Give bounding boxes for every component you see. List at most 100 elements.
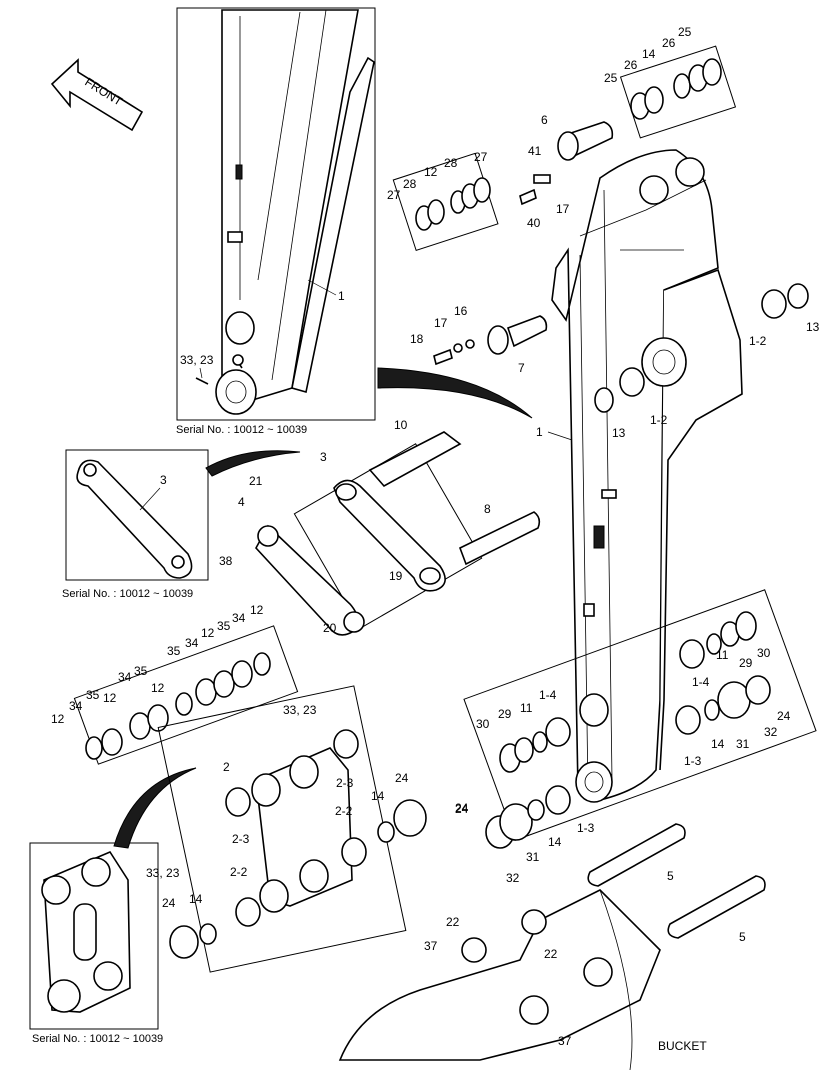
callout-33-23-b: 33, 23 [283,703,317,717]
callout-32-b: 32 [506,871,520,885]
callout-27-a: 27 [387,188,401,202]
callout-2-2-a: 2-2 [335,804,353,818]
callout-21: 21 [249,474,263,488]
callout-1-main: 1 [536,425,543,439]
callout-34-d: 34 [232,611,246,625]
bucket-group [338,889,661,1071]
callout-31-b: 31 [526,850,540,864]
seal-stack-upper-right [619,45,737,139]
callout-1-3-a: 1-3 [684,754,702,768]
callout-22-a: 22 [446,915,460,929]
pin-6-group [519,121,614,206]
callout-28-b: 28 [444,156,458,170]
callout-28-a: 28 [403,177,417,191]
callout-2-3-a: 2-3 [336,776,354,790]
callout-16: 16 [454,304,468,318]
callout-1-2-b: 1-2 [650,413,668,427]
callout-18: 18 [410,332,424,346]
inset-boom: 1 33, 23 Serial No. : 10012 ~ 10039 [176,7,376,436]
inset-bracket-pointer-arrow [113,767,197,849]
callout-24-e: 24 [455,802,469,816]
callout-26-b: 26 [624,58,638,72]
callout-13-b: 13 [612,426,626,440]
callout-1: 1 [338,289,345,303]
callout-30-a: 30 [476,717,490,731]
callout-13-a: 13 [806,320,820,334]
callout-14-b: 14 [371,789,385,803]
callout-12-d: 12 [151,681,165,695]
callout-34-a: 34 [69,699,83,713]
callout-35-a: 35 [86,688,100,702]
callout-33-23-c: 33, 23 [146,866,180,880]
callout-37-a: 37 [424,939,438,953]
inset-link-caption: Serial No. : 10012 ~ 10039 [62,588,193,600]
callout-22-b: 22 [544,947,558,961]
inset-link-pointer-arrow [205,450,301,477]
front-direction-arrow: FRONT [50,58,144,132]
callout-11-b: 11 [716,648,729,662]
callout-29-a: 29 [498,707,512,721]
callout-5-b: 5 [739,930,746,944]
callout-26-a: 26 [662,36,676,50]
callout-35-b: 35 [134,664,148,678]
callout-19: 19 [389,569,403,583]
seal-stack-left [73,625,299,765]
callout-14-e: 14 [548,835,562,849]
callout-24-b: 24 [162,896,176,910]
callout-29-b: 29 [739,656,753,670]
bushing-1-2-right [594,283,809,413]
callout-24-a: 24 [395,771,409,785]
callout-24-d: 24 [777,709,791,723]
inset-pointer-arrow [377,367,533,419]
callout-17-b: 17 [434,316,448,330]
inset-link: 3 Serial No. : 10012 ~ 10039 [62,449,209,600]
callout-38: 38 [219,554,233,568]
callout-3: 3 [320,450,327,464]
callout-24-c: 24 [455,801,469,815]
callout-1-4-b: 1-4 [692,675,710,689]
callout-31-a: 31 [736,737,750,751]
callout-37-b: 37 [558,1034,572,1048]
callout-35-c: 35 [167,644,181,658]
callout-14-d: 14 [711,737,725,751]
callout-41: 41 [528,144,542,158]
inset-bracket-caption: Serial No. : 10012 ~ 10039 [32,1033,163,1045]
callout-12-e: 12 [201,626,215,640]
callout-34-c: 34 [185,636,199,650]
callout-8: 8 [484,502,491,516]
callout-10: 10 [394,418,408,432]
callout-30-b: 30 [757,646,771,660]
bucket-label: BUCKET [658,1039,707,1053]
callout-14-c: 14 [189,892,203,906]
callout-2-3-b: 2-3 [232,832,250,846]
callout-2-2-b: 2-2 [230,865,248,879]
callout-6: 6 [541,113,548,127]
callout-3-inset: 3 [160,473,167,487]
inset-bracket: Serial No. : 10012 ~ 10039 [29,842,163,1045]
seal-stack-lower-right [463,589,817,849]
callout-34-b: 34 [118,670,132,684]
callout-2: 2 [223,760,230,774]
callout-7: 7 [518,361,525,375]
callout-1-2-a: 1-2 [749,334,767,348]
callout-40: 40 [527,216,541,230]
callout-1-4-a: 1-4 [539,688,557,702]
callout-33-23: 33, 23 [180,353,214,367]
callout-25-a: 25 [678,25,692,39]
callout-35-d: 35 [217,619,231,633]
callout-4: 4 [238,495,245,509]
seal-stack-upper-left [392,152,499,252]
callout-12-f: 12 [250,603,264,617]
main-boom [551,149,743,803]
callout-20: 20 [323,621,337,635]
callout-12-b: 12 [51,712,65,726]
link-3-group [255,431,541,636]
pins-5-group [587,823,766,939]
callout-12-c: 12 [103,691,117,705]
callout-25-b: 25 [604,71,618,85]
callout-11-a: 11 [520,701,533,715]
pin-7-group [433,315,548,366]
callout-1-3-b: 1-3 [577,821,595,835]
bracket-2-group [157,685,427,973]
